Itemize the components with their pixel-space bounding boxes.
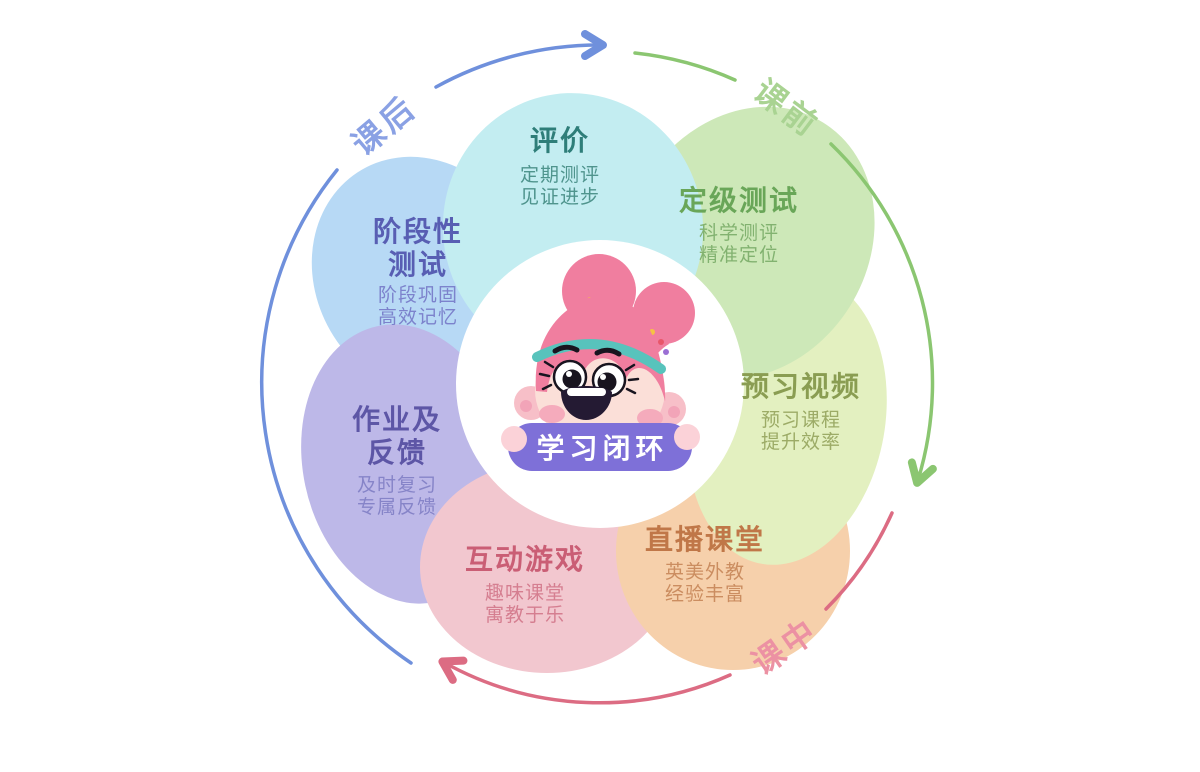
headband: [532, 339, 666, 374]
petal-live-class-desc-line: 英美外教: [664, 562, 745, 583]
petal-interactive-game: 互动游戏 趣味课堂 寓教于乐: [425, 545, 625, 627]
petal-homework-feedback-title: 作业及 反馈: [297, 403, 497, 469]
arrow-right-icon: [581, 30, 607, 60]
eyelashes-left: [538, 360, 555, 391]
arc-before-class-segment-1: [633, 51, 737, 82]
arc-in-class-segment-2: [443, 661, 732, 705]
side-ear-blush-left: [520, 400, 532, 412]
petal-live-class: 直播课堂 英美外教 经验丰富: [605, 525, 805, 606]
petal-stage-test-desc: 阶段巩固 高效记忆: [318, 285, 518, 329]
eyelashes-right: [624, 363, 640, 395]
mascot-hand-left: [501, 426, 527, 452]
petal-stage-test-title-line: 测试: [387, 249, 448, 280]
arc-in-class-segment-1: [824, 511, 894, 611]
petal-stage-test-desc-line: 高效记忆: [377, 307, 458, 328]
mascot-bunny-illustration: [514, 254, 695, 449]
petal-stage-test-title: 阶段性 测试: [318, 215, 518, 281]
petal-homework-feedback-title-line: 作业及: [351, 404, 442, 435]
petal-homework-feedback-desc-line: 专属反馈: [356, 497, 437, 518]
petal-level-test-title: 定级测试: [639, 186, 839, 216]
petal-interactive-game-desc-line: 趣味课堂: [484, 583, 565, 604]
petal-live-class-desc-line: 经验丰富: [664, 584, 745, 605]
petal-evaluation-title: 评价: [460, 126, 660, 156]
arrow-up-left-icon: [438, 656, 468, 684]
pupil-left: [562, 369, 582, 389]
petal-stage-test: 阶段性 测试 阶段巩固 高效记忆: [318, 215, 518, 329]
arc-after-class-segment-2: [434, 43, 602, 89]
petal-interactive-game-desc-line: 寓教于乐: [484, 605, 565, 626]
petal-evaluation-desc: 定期测评 见证进步: [460, 165, 660, 209]
center-badge: 学习闭环: [508, 423, 692, 471]
petal-level-test: 定级测试 科学测评 精准定位: [639, 186, 839, 267]
petal-preview-video-desc-line: 提升效率: [760, 432, 841, 453]
eye-highlight-left: [566, 371, 572, 377]
arc-after-class-segment-1: [260, 168, 413, 665]
petal-evaluation: 评价 定期测评 见证进步: [460, 126, 660, 209]
petal-homework-feedback-desc-line: 及时复习: [356, 475, 437, 496]
arc-in-class: [438, 511, 894, 705]
petal-preview-video-desc: 预习课程 提升效率: [701, 410, 901, 454]
blush-right: [637, 409, 663, 427]
petal-live-class-title-line: 直播课堂: [644, 524, 765, 555]
petal-stage-test-title-line: 阶段性: [372, 216, 463, 247]
petal-evaluation-desc-line: 定期测评: [519, 165, 600, 186]
petal-interactive-game-desc: 趣味课堂 寓教于乐: [425, 583, 625, 627]
petal-preview-video-title-line: 预习视频: [740, 371, 861, 402]
petal-preview-video-desc-line: 预习课程: [760, 410, 841, 431]
petal-interactive-game-title-line: 互动游戏: [464, 544, 585, 575]
petal-level-test-title-line: 定级测试: [678, 185, 799, 216]
petal-level-test-desc: 科学测评 精准定位: [639, 223, 839, 267]
arrow-down-icon: [907, 458, 937, 487]
petal-live-class-desc: 英美外教 经验丰富: [605, 562, 805, 606]
petal-level-test-desc-line: 精准定位: [698, 245, 779, 266]
petal-level-test-desc-line: 科学测评: [698, 223, 779, 244]
petal-homework-feedback-desc: 及时复习 专属反馈: [297, 475, 497, 519]
eyebrow-left: [552, 344, 580, 354]
petal-interactive-game-title: 互动游戏: [425, 545, 625, 575]
mascot-hand-right: [674, 424, 700, 450]
petal-evaluation-desc-line: 见证进步: [519, 187, 600, 208]
petal-preview-video-title: 预习视频: [701, 372, 901, 402]
arc-before-class: [633, 51, 937, 487]
eye-highlight-right: [600, 374, 606, 380]
petal-homework-feedback: 作业及 反馈 及时复习 专属反馈: [297, 403, 497, 519]
teeth: [567, 388, 606, 396]
petal-evaluation-title-line: 评价: [529, 125, 590, 156]
arc-after-class: [260, 30, 607, 665]
eyebrow-right: [594, 347, 622, 357]
blush-left: [539, 405, 565, 423]
petal-homework-feedback-title-line: 反馈: [366, 437, 427, 468]
side-ear-blush-right: [668, 406, 680, 418]
petal-stage-test-desc-line: 阶段巩固: [377, 285, 458, 306]
petal-live-class-title: 直播课堂: [605, 525, 805, 555]
arc-before-class-segment-2: [829, 142, 935, 482]
petal-preview-video: 预习视频 预习课程 提升效率: [701, 372, 901, 454]
